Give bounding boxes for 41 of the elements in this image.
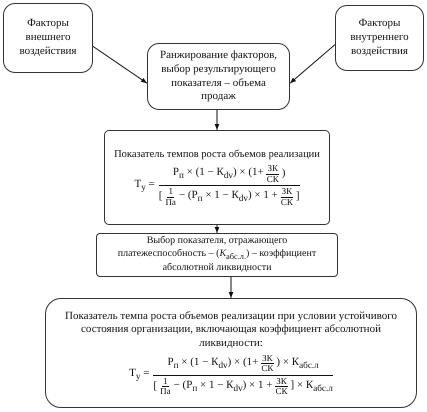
formula-term: Р$_{п}$ × (1 − К$_{dv}$) × (1+ — [168, 356, 258, 372]
fraction-denominator: Па — [164, 198, 177, 207]
fraction-numerator: ЗК — [261, 354, 274, 364]
fraction-numerator: ЗК — [280, 187, 294, 198]
formula-term: − (Р$_{п}$ × 1 − К$_{dv}$) × 1 + — [178, 189, 278, 205]
fraction-numerator: ЗК — [266, 164, 279, 175]
arrow — [290, 44, 336, 84]
formula-term: Т$_{у}$ = — [134, 178, 155, 194]
process-box — [147, 43, 290, 110]
process-box — [104, 130, 330, 225]
process-box — [45, 298, 417, 408]
fraction-denominator: СК — [266, 174, 280, 184]
arrow — [214, 224, 220, 234]
formula-term: − (Р$_{п}$ × 1 − К$_{dv}$) × 1 + — [174, 378, 272, 394]
node-text: Выбор показателя, отражающего платежеспособность – (К$_{абс.л.}$) – коэффициент абсолютной ликвидности — [116, 235, 318, 275]
formula-term: [ — [153, 380, 158, 394]
arrow — [214, 110, 220, 130]
process-box — [3, 3, 93, 73]
formula-term: ) × К$_{абс.л}$ — [276, 356, 319, 372]
node-heading: Показатель темпа роста объемов реализации при условии устойчивого состояния организации, включающая коэффициент абсолютной ликвидности: — [64, 310, 398, 351]
node-text: Факторы внутреннего воздействия — [349, 17, 410, 59]
arrow — [90, 44, 148, 84]
formula-term: ] — [296, 190, 300, 204]
node-text: Факторы внешнего воздействия — [18, 17, 78, 59]
formula-term: [ — [158, 190, 162, 204]
formula-term: ] × К$_{абс.л}$ — [290, 378, 333, 394]
formula-term: Т$_{у}$ = — [129, 367, 150, 383]
arrow — [228, 276, 234, 298]
process-box — [96, 233, 338, 277]
process-box — [335, 5, 424, 71]
fraction-numerator: ЗК — [275, 376, 288, 388]
fraction-denominator: СК — [274, 387, 288, 396]
node-heading: Показатель темпов роста объемов реализации — [114, 148, 320, 162]
formula-term: ) — [282, 167, 286, 181]
fraction-denominator: Па — [159, 387, 172, 396]
fraction-numerator: 1 — [162, 376, 169, 388]
fraction-denominator: СК — [280, 198, 294, 207]
fraction-denominator: СК — [260, 364, 274, 374]
formula-term: Р$_{п}$ × (1 − К$_{dv}$) × (1+ — [172, 166, 264, 182]
fraction-numerator: 1 — [167, 187, 174, 198]
node-text: Ранжирование факторов, выбор результирующего показателя – объема продаж — [158, 49, 278, 104]
